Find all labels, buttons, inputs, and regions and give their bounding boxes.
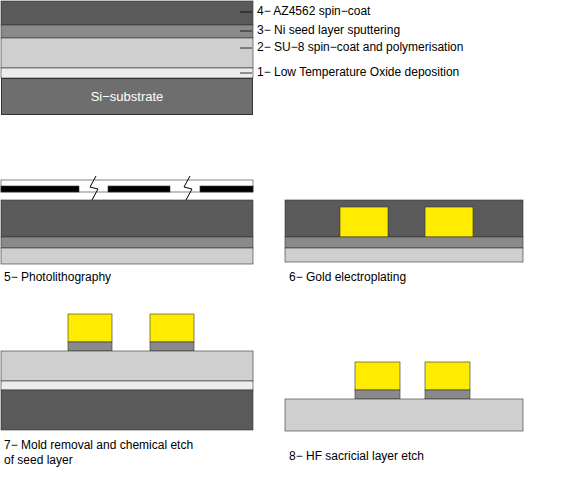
- su8-layer: [285, 248, 523, 262]
- mask-bar: [108, 186, 170, 192]
- step-label: 2− SU−8 spin−coat and polymerisation: [257, 40, 463, 55]
- photoresist-layer: [1, 200, 253, 237]
- substrate-layer: [1, 390, 253, 430]
- gold-plating: [355, 362, 400, 390]
- gold-plating: [340, 207, 388, 237]
- su8-layer: [285, 399, 523, 431]
- leader-line: [240, 73, 252, 74]
- su8-layer: [1, 351, 253, 381]
- seed-layer: [68, 342, 112, 351]
- step-caption: 7− Mold removal and chemical etch of see…: [4, 438, 204, 468]
- leader-line: [240, 12, 252, 13]
- step-label: 4− AZ4562 spin−coat: [257, 4, 370, 19]
- mask-bar: [200, 186, 253, 192]
- seed-layer: [1, 237, 253, 248]
- seed-layer: [285, 237, 523, 248]
- su8-layer: [1, 38, 253, 68]
- layer-label: Si−substrate: [91, 89, 164, 104]
- seed-layer: [1, 25, 253, 38]
- photoresist-layer: [285, 200, 523, 237]
- seed-layer: [150, 342, 194, 351]
- mask-bar: [1, 186, 79, 192]
- step-label: 1− Low Temperature Oxide deposition: [257, 65, 459, 80]
- seed-layer: [425, 390, 470, 399]
- uv-light-symbol: [184, 176, 192, 200]
- seed-layer: [355, 390, 400, 399]
- oxide-layer: [1, 381, 253, 390]
- gold-plating: [425, 207, 473, 237]
- su8-layer: [1, 248, 253, 264]
- photomask: [1, 180, 253, 192]
- photoresist-layer: [1, 1, 253, 25]
- step-label: 3− Ni seed layer sputtering: [257, 23, 400, 38]
- leader-line: [240, 48, 252, 49]
- leader-line: [240, 31, 252, 32]
- gold-plating: [68, 314, 112, 342]
- step-caption: 8− HF sacricial layer etch: [289, 449, 424, 464]
- substrate-layer: Si−substrate: [1, 78, 253, 115]
- step-caption: 6− Gold electroplating: [289, 270, 406, 285]
- oxide-layer: [1, 68, 253, 78]
- uv-light-symbol: [90, 176, 98, 200]
- gold-plating: [425, 362, 470, 390]
- gold-plating: [150, 314, 194, 342]
- step-caption: 5− Photolithography: [4, 270, 111, 285]
